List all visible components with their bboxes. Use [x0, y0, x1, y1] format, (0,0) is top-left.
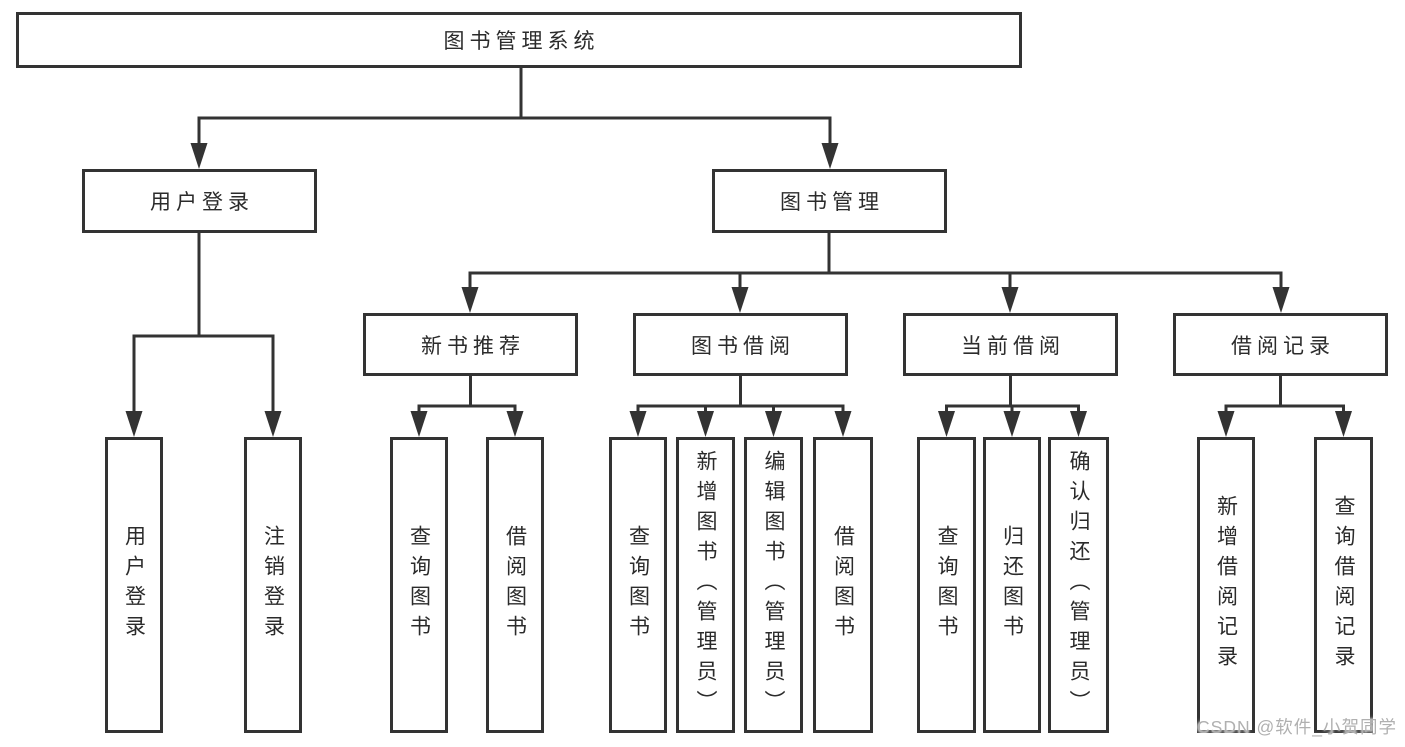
connector-new-book-recommend-children: [410, 376, 524, 437]
node-book-borrow: 图书借阅: [633, 313, 848, 376]
arrowhead-icon: [1335, 411, 1352, 437]
connector-borrow-records-children: [1217, 376, 1352, 437]
arrowhead-icon: [731, 287, 749, 313]
node-label: 查询图书: [407, 525, 431, 645]
node-borrow-records: 借阅记录: [1173, 313, 1388, 376]
node-new-book-recommend: 新书推荐: [363, 313, 578, 376]
arrowhead-icon: [410, 411, 428, 437]
arrowhead-icon: [461, 287, 479, 313]
node-current-borrow: 当前借阅: [903, 313, 1118, 376]
arrowhead-icon: [1272, 287, 1290, 313]
connector-book-borrow-children: [629, 376, 852, 437]
node-user-login: 用户登录: [82, 169, 317, 233]
csdn-watermark: CSDN @软件_小贺同学: [1197, 717, 1397, 737]
leaf-query-borrow-record: 查询借阅记录: [1314, 437, 1373, 733]
connector-line: [417, 404, 517, 414]
arrowhead-icon: [190, 143, 208, 169]
arrowhead-icon: [125, 411, 143, 437]
leaf-borrow-books: 借阅图书: [813, 437, 873, 733]
leaf-query-books-recommend: 查询图书: [390, 437, 448, 733]
node-label: 新增借阅记录: [1214, 495, 1238, 675]
node-label: 新书推荐: [421, 334, 525, 358]
leaf-user-login: 用户登录: [105, 437, 163, 733]
connector-line: [1224, 404, 1345, 414]
node-label: 编辑图书（管理员）: [762, 450, 785, 720]
node-label: 用户登录: [122, 525, 146, 645]
arrowhead-icon: [834, 411, 852, 437]
node-label: 查询图书: [626, 525, 650, 645]
node-label: 注销登录: [261, 525, 285, 645]
node-label: 查询借阅记录: [1332, 495, 1355, 675]
node-label: 借阅图书: [503, 525, 527, 645]
arrowhead-icon: [765, 411, 782, 437]
leaf-query-books-borrow: 查询图书: [609, 437, 667, 733]
connector-line: [132, 334, 275, 414]
node-label: 图书管理系统: [443, 30, 600, 53]
arrowhead-icon: [1001, 287, 1019, 313]
arrowhead-icon: [264, 411, 282, 437]
node-label: 借阅图书: [831, 525, 855, 645]
node-label: 确认归还（管理员）: [1067, 450, 1090, 720]
arrowhead-icon: [938, 411, 955, 437]
arrowhead-icon: [821, 143, 839, 169]
node-library-system: 图书管理系统: [16, 12, 1022, 68]
leaf-add-books-admin: 新增图书（管理员）: [676, 437, 735, 733]
arrowhead-icon: [629, 411, 647, 437]
connector-line: [636, 404, 845, 414]
node-label: 图书借阅: [691, 334, 795, 358]
leaf-return-books: 归还图书: [983, 437, 1041, 733]
leaf-borrow-books-recommend: 借阅图书: [486, 437, 544, 733]
arrowhead-icon: [697, 411, 714, 437]
connector-line: [197, 116, 832, 146]
node-label: 用户登录: [150, 191, 254, 214]
leaf-confirm-return-admin: 确认归还（管理员）: [1048, 437, 1109, 733]
node-label: 归还图书: [1000, 525, 1024, 645]
connector-line: [468, 271, 1283, 290]
node-label: 图书管理: [780, 191, 884, 214]
node-label: 查询图书: [935, 525, 958, 645]
leaf-query-books-current: 查询图书: [917, 437, 976, 733]
connector-root-to-level2: [190, 68, 839, 169]
arrowhead-icon: [1070, 411, 1087, 437]
node-book-management: 图书管理: [712, 169, 947, 233]
arrowhead-icon: [1217, 411, 1235, 437]
connector-user-login-children: [125, 233, 282, 437]
connector-current-borrow-children: [938, 376, 1087, 437]
node-label: 借阅记录: [1231, 334, 1335, 358]
arrowhead-icon: [1003, 411, 1021, 437]
arrowhead-icon: [506, 411, 524, 437]
node-label: 新增图书（管理员）: [694, 450, 717, 720]
leaf-edit-books-admin: 编辑图书（管理员）: [744, 437, 803, 733]
connector-book-management-children: [461, 233, 1290, 313]
leaf-add-borrow-record: 新增借阅记录: [1197, 437, 1255, 733]
node-label: 当前借阅: [961, 334, 1065, 358]
leaf-logout: 注销登录: [244, 437, 302, 733]
